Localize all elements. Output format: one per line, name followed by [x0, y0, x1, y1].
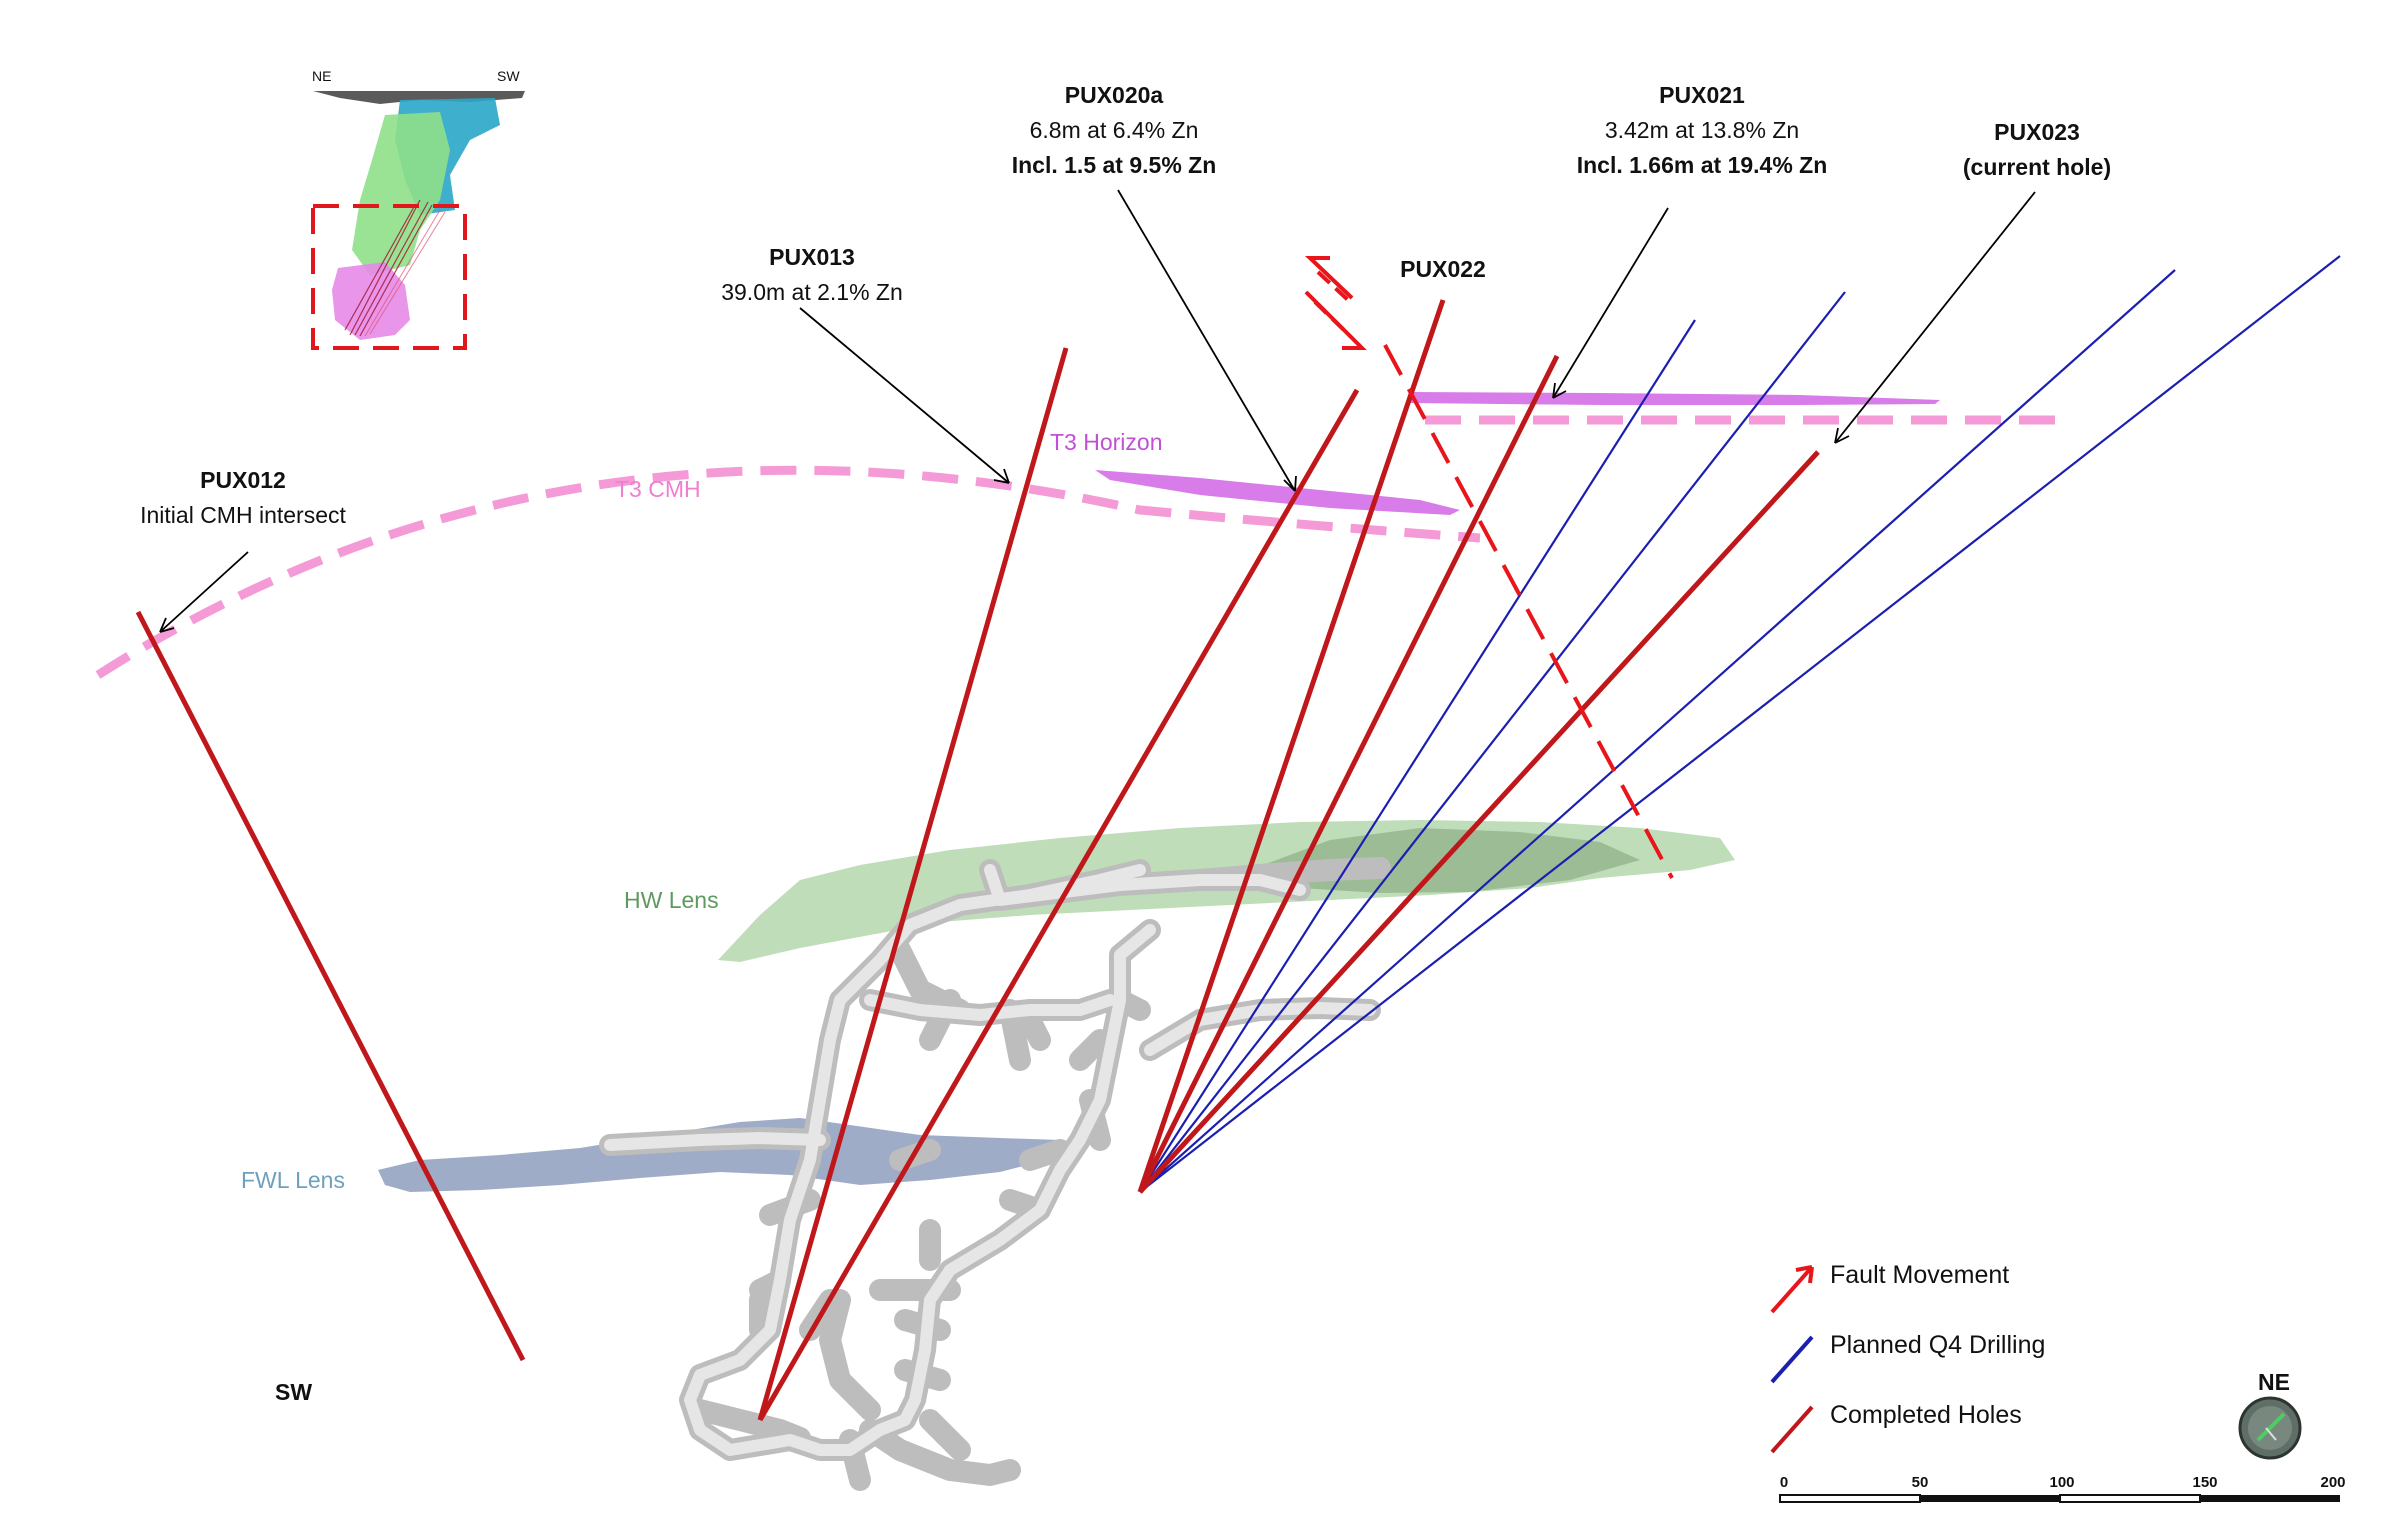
hw-lens-label: HW Lens [624, 887, 719, 913]
pux022-label: PUX022 [1400, 256, 1486, 282]
planned-hole [1139, 319, 1696, 1193]
pux023-label: PUX023 [1994, 119, 2080, 145]
leader-arrows [159, 189, 2036, 633]
pux023-note: (current hole) [1963, 154, 2111, 180]
planned-hole [1139, 291, 1846, 1193]
inset-ne-label: NE [312, 68, 331, 84]
hole-pux023 [1138, 450, 1820, 1194]
t3-cmh-horizon [95, 465, 1481, 679]
fault-line [1383, 344, 1674, 879]
pux021-label: PUX021 [1659, 82, 1745, 108]
t3-horizon-label: T3 Horizon [1050, 429, 1162, 455]
fault-arrow-icon [1770, 1265, 1814, 1314]
scale-tick-label: 100 [2049, 1474, 2074, 1491]
scale-tick-label: 150 [2192, 1474, 2217, 1491]
t3-cmh-label: T3 CMH [615, 476, 701, 502]
hole-pux013 [757, 347, 1069, 1421]
pux013-result: 39.0m at 2.1% Zn [721, 279, 903, 305]
legend-label: Completed Holes [1830, 1401, 2022, 1429]
pux012-note: Initial CMH intersect [140, 502, 346, 528]
inset-focus-box [311, 204, 467, 350]
hole-pux012 [135, 610, 526, 1362]
planned-hole [1139, 269, 2176, 1193]
inset-overview: NE SW [311, 68, 525, 350]
pux013-label: PUX013 [769, 244, 855, 270]
pux021-incl: Incl. 1.66m at 19.4% Zn [1577, 152, 1828, 178]
pux020a-result: 6.8m at 6.4% Zn [1030, 117, 1199, 143]
inset-target-body [332, 262, 410, 340]
scale-tick-label: 50 [1912, 1474, 1929, 1491]
blue-line-icon [1770, 1335, 1814, 1384]
inset-hw-body [352, 112, 450, 275]
scale-tick-label: 0 [1780, 1474, 1788, 1491]
compass: NE [2238, 1369, 2302, 1460]
fault-movement-arrows [1304, 256, 1367, 350]
legend-label: Fault Movement [1830, 1261, 2009, 1289]
scale-bar: 0 50 100 150 200 [1779, 1474, 2346, 1503]
ne-direction-label: NE [2258, 1369, 2290, 1395]
t3-horizon-body [1095, 470, 1460, 515]
legend-item-planned: Planned Q4 Drilling [1770, 1331, 2045, 1384]
hole-pux021 [1137, 354, 1560, 1194]
t3-horizon-upper-body [1410, 392, 1940, 405]
scale-tick-label: 200 [2320, 1474, 2345, 1491]
pux021-result: 3.42m at 13.8% Zn [1605, 117, 1799, 143]
legend-item-completed: Completed Holes [1770, 1401, 2022, 1454]
hole-pux020a [757, 388, 1360, 1422]
planned-holes [1139, 255, 2341, 1193]
legend-label: Planned Q4 Drilling [1830, 1331, 2045, 1359]
underground-workings [599, 857, 1391, 1491]
fwl-lens [378, 1118, 1060, 1192]
inset-sw-label: SW [497, 68, 520, 84]
pux012-label: PUX012 [200, 467, 286, 493]
fwl-lens-label: FWL Lens [241, 1167, 345, 1193]
pux020a-label: PUX020a [1065, 82, 1164, 108]
planned-hole [1139, 255, 2341, 1193]
legend: Fault Movement Planned Q4 Drilling Compl… [1770, 1261, 2045, 1454]
completed-holes [135, 299, 1820, 1422]
pux020a-incl: Incl. 1.5 at 9.5% Zn [1012, 152, 1217, 178]
sw-direction-label: SW [275, 1379, 312, 1405]
red-line-icon [1770, 1405, 1814, 1454]
legend-item-fault: Fault Movement [1770, 1261, 2009, 1314]
horizon-labels: T3 CMH T3 Horizon HW Lens FWL Lens SW [241, 429, 1162, 1405]
hole-pux022 [1137, 299, 1446, 1193]
hole-labels: PUX012 Initial CMH intersect PUX013 39.0… [140, 82, 2111, 528]
